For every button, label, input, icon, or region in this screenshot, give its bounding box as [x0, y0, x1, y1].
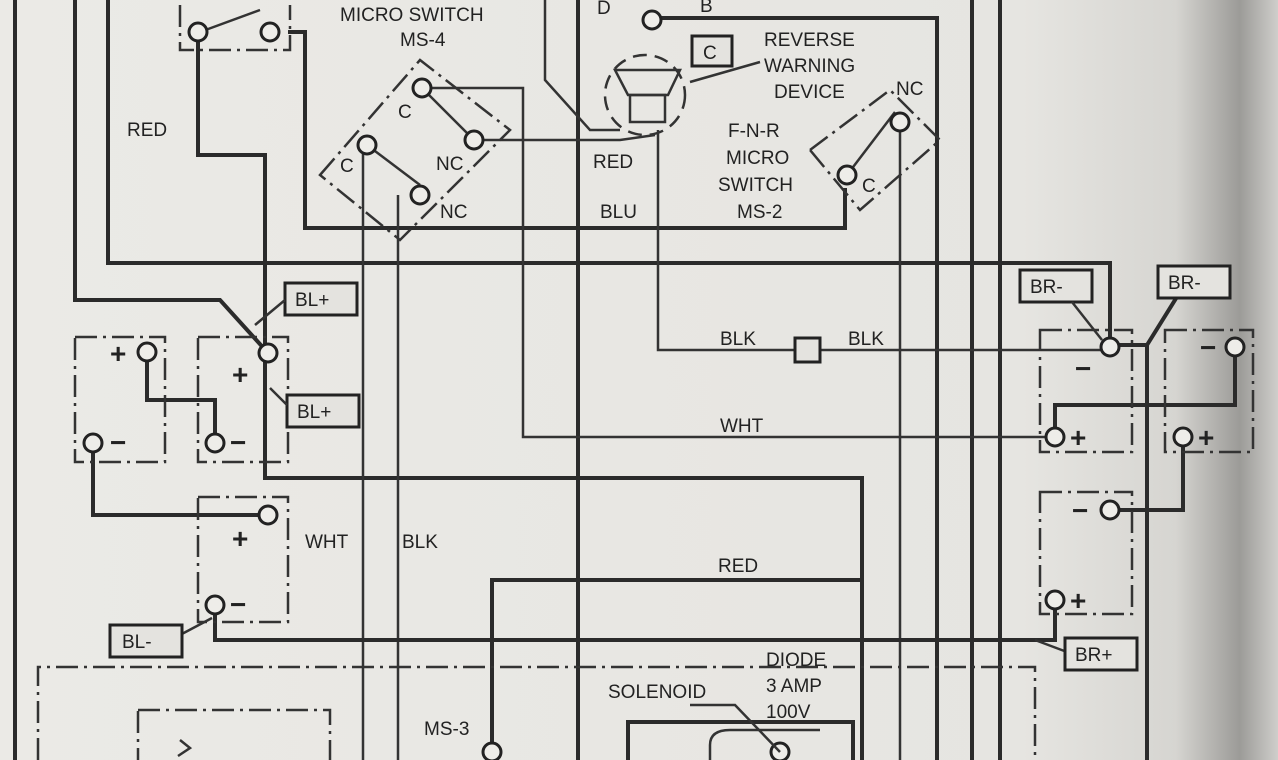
tag-bl-plus: BL+: [297, 402, 331, 423]
svg-text:MICRO: MICRO: [726, 148, 789, 169]
svg-text:SOLENOID: SOLENOID: [608, 682, 706, 703]
svg-text:D: D: [597, 0, 611, 19]
controller-area: [36, 616, 1076, 760]
svg-text:F-N-R: F-N-R: [728, 121, 780, 142]
svg-text:+: +: [1070, 585, 1086, 616]
svg-text:BLK: BLK: [402, 532, 438, 553]
svg-text:−: −: [1072, 495, 1088, 526]
tag-br-minus: BR-: [1168, 273, 1201, 294]
svg-text:C: C: [862, 176, 876, 197]
blk-connector: [793, 336, 822, 364]
svg-text:MS-2: MS-2: [737, 202, 782, 223]
svg-text:−: −: [230, 427, 246, 458]
svg-text:MS-4: MS-4: [400, 30, 446, 51]
svg-text:RED: RED: [718, 556, 758, 577]
svg-text:REVERSE: REVERSE: [764, 30, 855, 51]
svg-text:RED: RED: [127, 120, 167, 141]
tag-br-minus: BR-: [1030, 277, 1063, 298]
svg-text:WARNING: WARNING: [764, 56, 855, 77]
svg-text:WHT: WHT: [305, 532, 349, 553]
svg-text:+: +: [232, 523, 248, 554]
svg-text:MS-3: MS-3: [424, 719, 469, 740]
fnr-micro-switch-ms2: [808, 88, 942, 212]
svg-text:B: B: [700, 0, 713, 17]
svg-text:BLK: BLK: [848, 329, 884, 350]
svg-text:SWITCH: SWITCH: [718, 175, 793, 196]
tag-bl-plus: BL+: [295, 290, 329, 311]
svg-text:+: +: [110, 338, 126, 369]
svg-text:C: C: [703, 43, 717, 64]
svg-text:BLU: BLU: [600, 202, 637, 223]
svg-text:NC: NC: [896, 79, 923, 100]
labels: MICRO SWITCH MS-4 C C NC NC D B C REVERS…: [127, 0, 923, 740]
svg-text:+: +: [1070, 422, 1086, 453]
svg-text:BLK: BLK: [720, 329, 756, 350]
svg-text:NC: NC: [436, 154, 463, 175]
micro-switch-ms4: [178, 5, 512, 242]
svg-text:C: C: [340, 156, 354, 177]
svg-text:NC: NC: [440, 202, 467, 223]
svg-text:MICRO SWITCH: MICRO SWITCH: [340, 5, 484, 26]
svg-text:100V: 100V: [766, 702, 811, 723]
svg-text:−: −: [230, 589, 246, 620]
tag-bl-minus: BL-: [122, 632, 152, 653]
svg-text:−: −: [1200, 332, 1216, 363]
svg-text:−: −: [110, 427, 126, 458]
svg-text:3 AMP: 3 AMP: [766, 676, 822, 697]
svg-text:WHT: WHT: [720, 416, 764, 437]
svg-text:+: +: [1198, 422, 1214, 453]
svg-text:DIODE: DIODE: [766, 650, 826, 671]
svg-text:RED: RED: [593, 152, 633, 173]
svg-text:−: −: [1075, 353, 1091, 384]
reverse-warning-device: [603, 34, 761, 137]
svg-text:+: +: [232, 359, 248, 390]
tag-br-plus: BR+: [1075, 645, 1113, 666]
svg-text:DEVICE: DEVICE: [774, 82, 845, 103]
battery-signs: + + − − + − − − + + − +: [110, 332, 1216, 620]
svg-text:C: C: [398, 102, 412, 123]
wire-tags: BL+ BL+ BL- BR- BR- BR+: [108, 264, 1232, 672]
terminals: [82, 9, 1246, 760]
